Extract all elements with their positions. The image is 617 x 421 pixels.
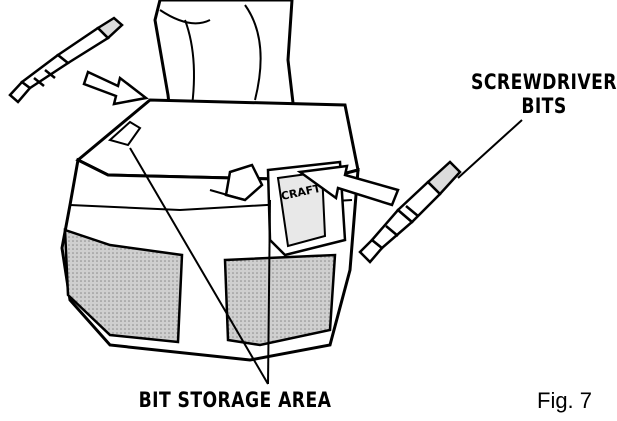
screwdriver-bit-right (358, 160, 462, 264)
battery-pack (60, 98, 360, 362)
arrow-left (82, 70, 149, 106)
figure-number: Fig. 7 (537, 388, 593, 413)
arrow-right (296, 164, 400, 207)
screwdriver-bits-label-line2: BITS (521, 94, 567, 118)
screwdriver-bit-left (8, 16, 124, 104)
bit-storage-area-label: BIT STORAGE AREA (138, 388, 332, 412)
screwdriver-bits-label: SCREWDRIVER BITS (462, 70, 617, 118)
screwdriver-bits-label-line1: SCREWDRIVER (471, 70, 617, 94)
leader-lines (129, 119, 523, 385)
